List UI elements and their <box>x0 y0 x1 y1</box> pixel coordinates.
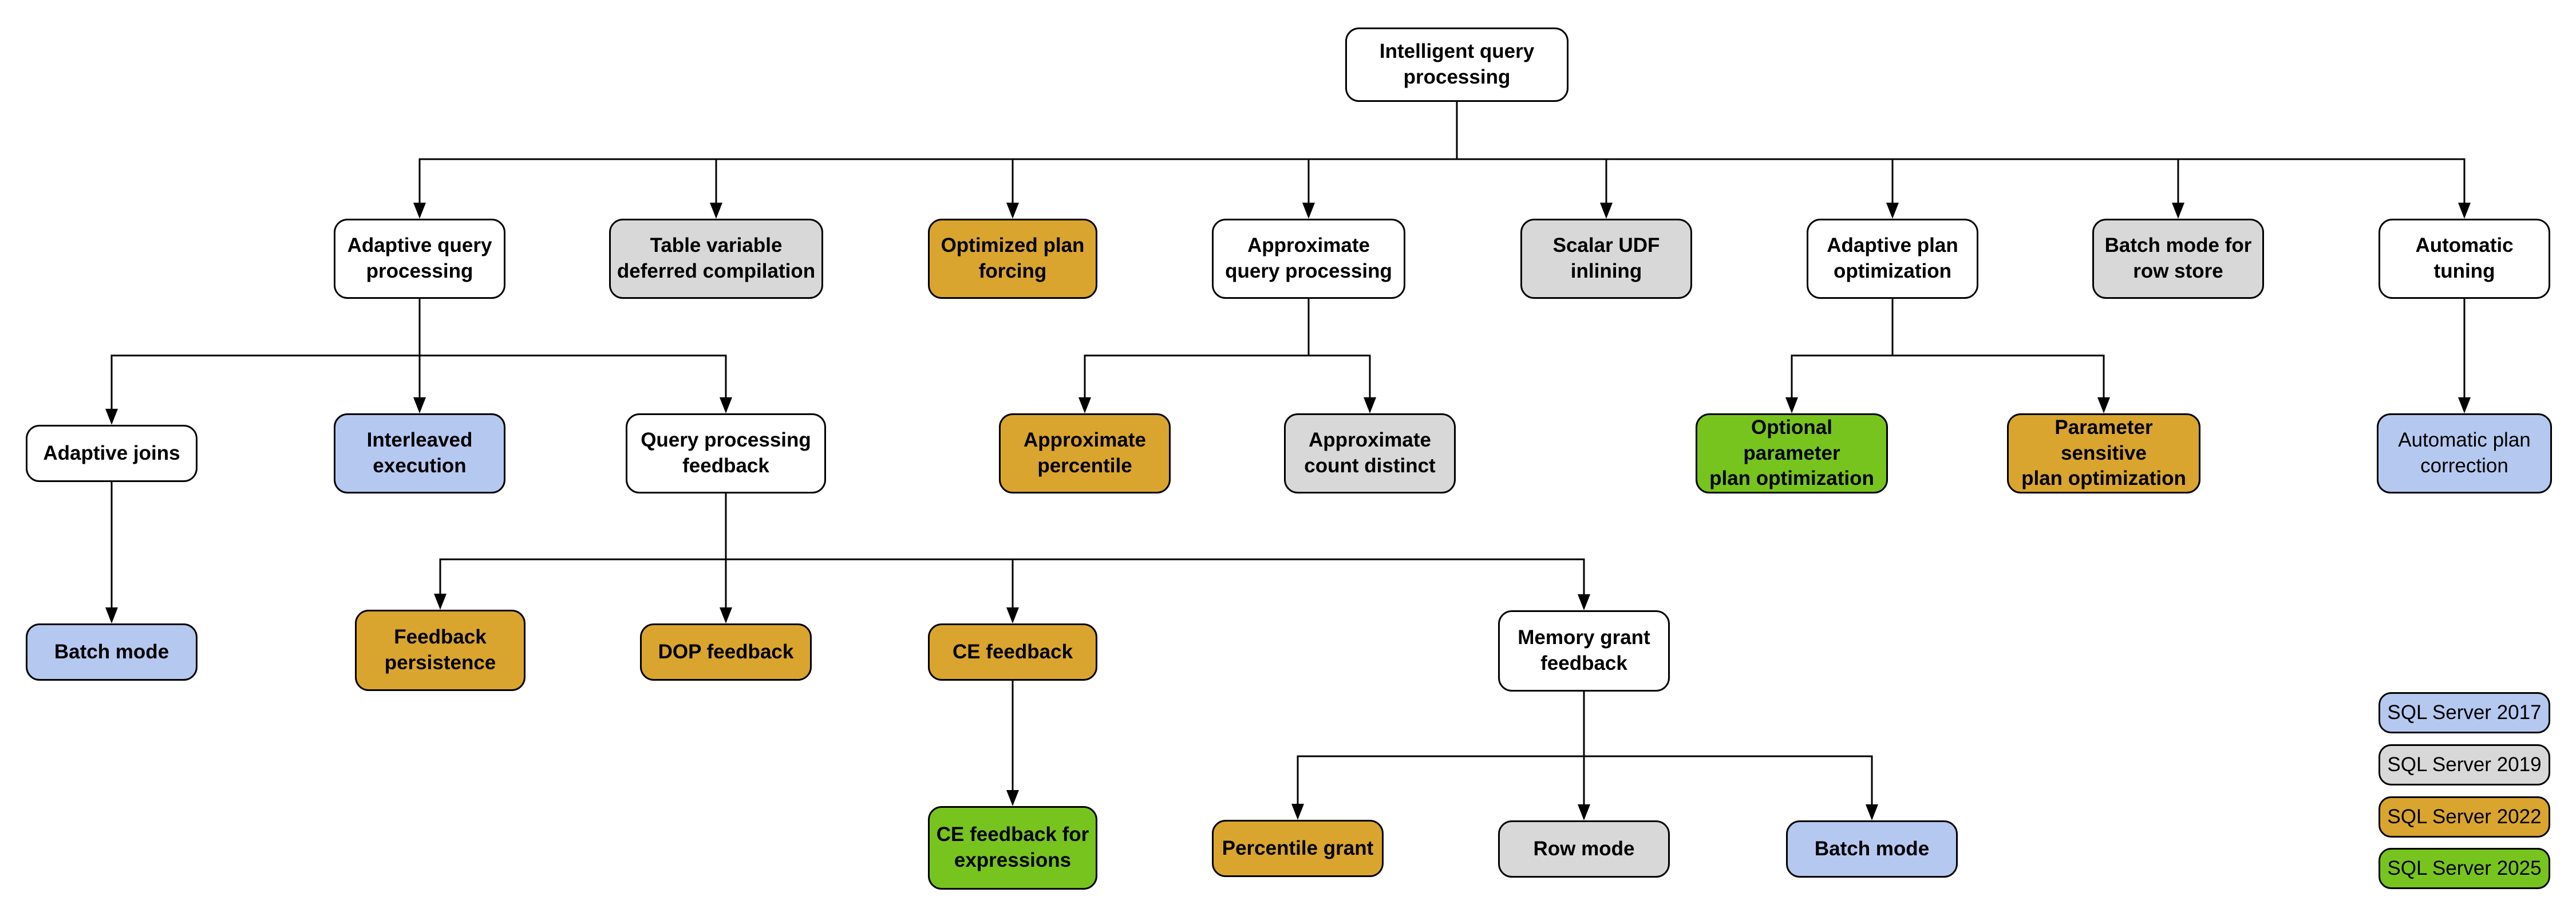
node-approximate-percentile: Approximate percentile <box>999 413 1171 493</box>
node-row-mode: Row mode <box>1498 820 1670 878</box>
node-approximate-query-processing: Approximate query processing <box>1212 219 1405 299</box>
arrowhead <box>1364 397 1376 413</box>
arrowhead <box>2458 203 2471 219</box>
arrowhead <box>413 397 426 413</box>
arrowhead <box>2172 203 2184 219</box>
arrowhead <box>1006 790 1019 806</box>
node-scalar-udf-inlining: Scalar UDF inlining <box>1520 219 1692 299</box>
node-percentile-grant: Percentile grant <box>1212 820 1384 877</box>
node-query-processing-feedback: Query processing feedback <box>626 413 826 493</box>
arrowhead <box>1886 203 1899 219</box>
arrowhead <box>1291 804 1304 820</box>
node-feedback-persistence: Feedback persistence <box>355 610 526 691</box>
arrowhead <box>710 203 722 219</box>
node-dop-feedback: DOP feedback <box>640 623 812 681</box>
arrowhead <box>1302 203 1315 219</box>
legend-item-sql-server-2025: SQL Server 2025 <box>2379 848 2550 889</box>
arrowhead <box>1078 397 1091 413</box>
arrowhead <box>105 409 118 425</box>
node-adaptive-joins: Adaptive joins <box>26 425 197 482</box>
arrowhead <box>105 607 118 623</box>
legend-item-sql-server-2017: SQL Server 2017 <box>2379 692 2550 733</box>
arrowhead <box>720 397 732 413</box>
node-batch-mode-for-row-store: Batch mode for row store <box>2092 219 2264 299</box>
node-ce-feedback-for-expressions: CE feedback for expressions <box>928 806 1097 890</box>
arrowhead <box>413 203 426 219</box>
arrowhead <box>434 594 447 610</box>
legend-item-sql-server-2019: SQL Server 2019 <box>2379 744 2550 785</box>
node-ce-feedback: CE feedback <box>928 623 1097 681</box>
arrowhead <box>2097 397 2110 413</box>
node-table-variable-deferred-compilation: Table variable deferred compilation <box>609 219 823 299</box>
node-memory-grant-feedback: Memory grant feedback <box>1498 610 1670 692</box>
node-optimized-plan-forcing: Optimized plan forcing <box>928 219 1097 299</box>
arrowhead <box>1578 594 1590 610</box>
node-automatic-plan-correction: Automatic plan correction <box>2377 413 2552 493</box>
legend-item-sql-server-2022: SQL Server 2022 <box>2379 796 2550 838</box>
arrowhead <box>1578 804 1590 820</box>
arrowhead <box>1006 203 1019 219</box>
node-batch-mode-memory-grant: Batch mode <box>1786 820 1958 878</box>
node-approximate-count-distinct: Approximate count distinct <box>1284 413 1456 493</box>
node-optional-parameter-plan-optimization: Optional parameter plan optimization <box>1696 413 1888 493</box>
node-automatic-tuning: Automatic tuning <box>2379 219 2550 299</box>
node-batch-mode-adaptive-joins: Batch mode <box>26 623 197 681</box>
node-intelligent-query-processing: Intelligent query processing <box>1345 27 1568 102</box>
arrowhead <box>1600 203 1613 219</box>
node-adaptive-plan-optimization: Adaptive plan optimization <box>1807 219 1978 299</box>
arrowhead <box>720 607 732 623</box>
arrowhead <box>1006 607 1019 623</box>
arrowhead <box>1866 804 1878 820</box>
node-parameter-sensitive-plan-optimization: Parameter sensitive plan optimization <box>2007 413 2200 493</box>
arrowhead <box>1785 397 1798 413</box>
arrowhead <box>2458 397 2471 413</box>
node-interleaved-execution: Interleaved execution <box>334 413 505 493</box>
node-adaptive-query-processing: Adaptive query processing <box>334 219 505 299</box>
